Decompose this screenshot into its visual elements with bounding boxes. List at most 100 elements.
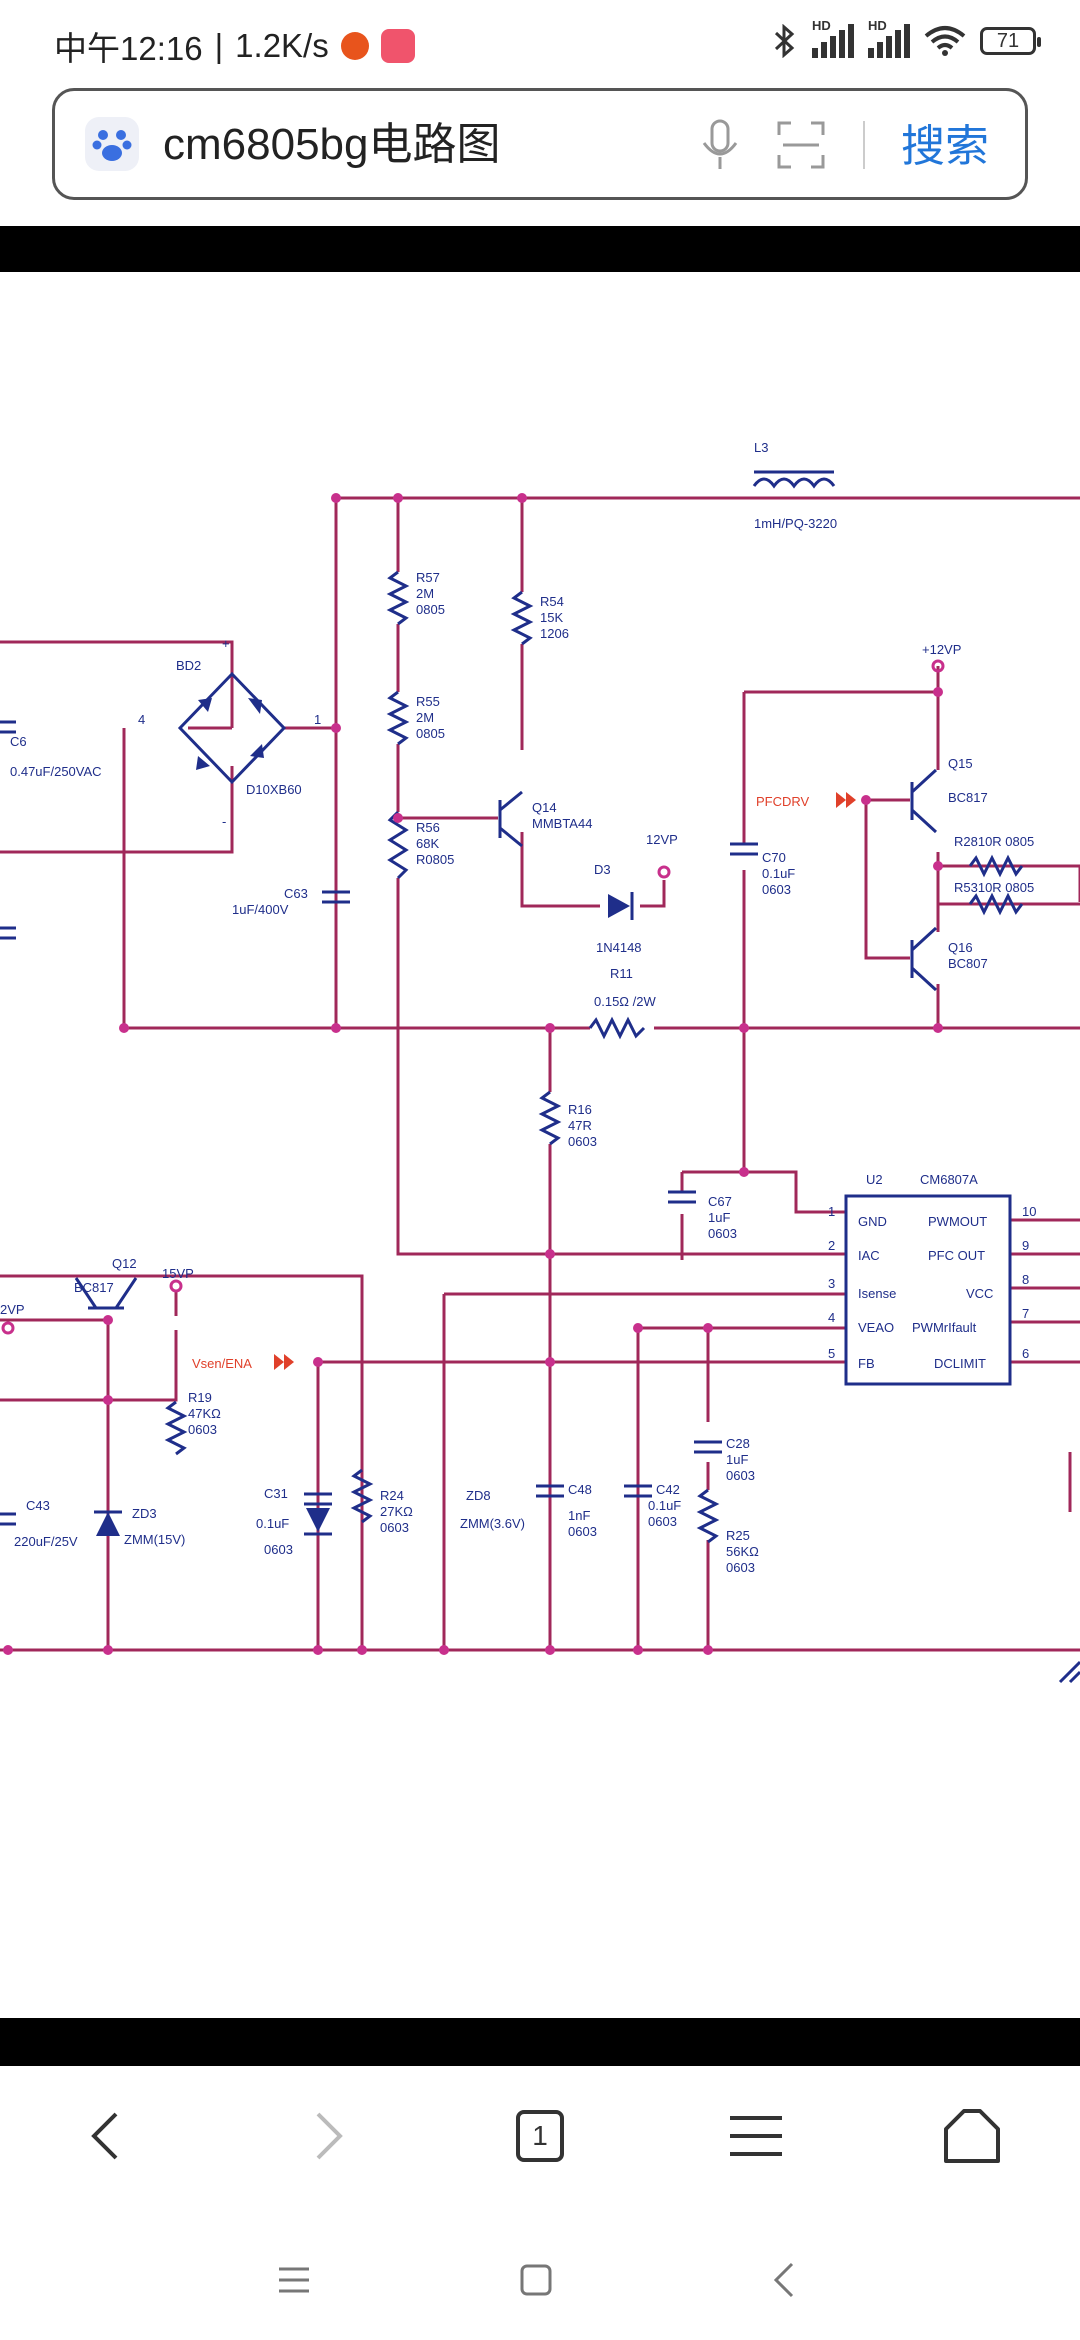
c67-pkg: 0603 bbox=[708, 1226, 737, 1241]
r16-value: 47R bbox=[568, 1118, 592, 1133]
home-icon bbox=[944, 2109, 1000, 2163]
c70-pkg: 0603 bbox=[762, 882, 791, 897]
ic-pin-num: 2 bbox=[828, 1238, 835, 1253]
c48-ref: C48 bbox=[568, 1482, 592, 1497]
ic-pin-name: PWMOUT bbox=[928, 1214, 987, 1229]
zd3-value: ZMM(15V) bbox=[124, 1532, 185, 1547]
r57-ref: R57 bbox=[416, 570, 440, 585]
battery-level: 71 bbox=[996, 30, 1020, 52]
system-back-button[interactable] bbox=[744, 2250, 824, 2310]
c42-pkg: 0603 bbox=[648, 1514, 677, 1529]
zd8-value: ZMM(3.6V) bbox=[460, 1516, 525, 1531]
ic-pin-num: 1 bbox=[828, 1204, 835, 1219]
hd-label: HD bbox=[868, 18, 887, 33]
browser-nav-bar: 1 bbox=[0, 2066, 1080, 2220]
viewer-top-band bbox=[0, 226, 1080, 272]
ic-pin-num: 6 bbox=[1022, 1346, 1029, 1361]
microphone-icon[interactable] bbox=[695, 117, 745, 173]
c31-value: 0.1uF bbox=[256, 1516, 289, 1531]
r56-value: 68K bbox=[416, 836, 439, 851]
schematic-image[interactable]: L3 1mH/PQ-3220 R57 2M 0805 R55 2M 0805 R… bbox=[0, 272, 1080, 2018]
l3-value: 1mH/PQ-3220 bbox=[754, 516, 837, 531]
c31-ref: C31 bbox=[264, 1486, 288, 1501]
bd2-pin-top: + bbox=[222, 636, 230, 651]
c63-value: 1uF/400V bbox=[232, 902, 289, 917]
capacitor-group bbox=[0, 720, 758, 1526]
bluetooth-icon bbox=[774, 24, 795, 58]
c67-ref: C67 bbox=[708, 1194, 732, 1209]
resistor-group bbox=[164, 470, 1024, 1544]
ic-pin-num: 3 bbox=[828, 1276, 835, 1291]
r25-value: 56KΩ bbox=[726, 1544, 759, 1559]
zd8-ref: ZD8 bbox=[466, 1488, 491, 1503]
tab-count: 1 bbox=[532, 2120, 548, 2151]
forward-icon bbox=[316, 2112, 343, 2160]
r24-pkg: 0603 bbox=[380, 1520, 409, 1535]
r19-value: 47KΩ bbox=[188, 1406, 221, 1421]
search-bar[interactable]: cm6805bg电路图 搜索 bbox=[52, 88, 1028, 200]
r19-ref: R19 bbox=[188, 1390, 212, 1405]
ic-u2-body bbox=[844, 1194, 1012, 1386]
diode-group bbox=[94, 892, 634, 1536]
hd-label: HD bbox=[812, 18, 831, 33]
c67-value: 1uF bbox=[708, 1210, 730, 1225]
rail-12vp: 12VP bbox=[646, 832, 678, 847]
r56-pkg: R0805 bbox=[416, 852, 454, 867]
transistor-group bbox=[74, 768, 938, 1310]
search-divider bbox=[863, 121, 865, 169]
r28-label: R2810R 0805 bbox=[954, 834, 1034, 849]
q12-value: BC817 bbox=[74, 1280, 114, 1295]
junction-group bbox=[3, 493, 943, 1655]
bd2-pin-plus: 1 bbox=[314, 712, 321, 727]
bd2-pin-ac: 4 bbox=[138, 712, 145, 727]
u2-ref: U2 bbox=[866, 1172, 883, 1187]
ic-pin-name: PWMrIfault bbox=[912, 1320, 977, 1335]
forward-button[interactable] bbox=[268, 2086, 388, 2186]
r54-value: 15K bbox=[540, 610, 563, 625]
signal-icon: HD bbox=[868, 18, 910, 58]
bd2-value: D10XB60 bbox=[246, 782, 302, 797]
status-right: HD HD 71 bbox=[772, 18, 1041, 58]
baidu-paw-icon[interactable] bbox=[85, 117, 139, 171]
app-notification-icon bbox=[340, 32, 369, 60]
rail-2vp: 2VP bbox=[0, 1302, 25, 1317]
bd2-pin-bot: - bbox=[222, 814, 226, 829]
battery-icon: 71 bbox=[980, 27, 1041, 55]
search-input[interactable]: cm6805bg电路图 bbox=[163, 120, 501, 169]
menu-icon bbox=[730, 2116, 782, 2156]
q16-ref: Q16 bbox=[948, 940, 973, 955]
app-notification-icon bbox=[380, 29, 415, 63]
scan-icon[interactable] bbox=[773, 117, 829, 173]
q14-value: MMBTA44 bbox=[532, 816, 592, 831]
label-group: L3 1mH/PQ-3220 R57 2M 0805 R55 2M 0805 R… bbox=[0, 440, 1034, 1575]
c28-value: 1uF bbox=[726, 1452, 748, 1467]
c28-ref: C28 bbox=[726, 1436, 750, 1451]
tabs-button[interactable]: 1 bbox=[480, 2086, 600, 2186]
rail-15vp: 15VP bbox=[162, 1266, 194, 1281]
status-bar: 中午12:16 | 1.2K/s HD HD 71 bbox=[0, 0, 1080, 86]
back-button[interactable] bbox=[46, 2086, 166, 2186]
home-square-button[interactable] bbox=[496, 2250, 576, 2310]
recent-apps-button[interactable] bbox=[254, 2250, 334, 2310]
bridge-rectifier bbox=[177, 671, 287, 785]
r11-value: 0.15Ω /2W bbox=[594, 994, 656, 1009]
r16-ref: R16 bbox=[568, 1102, 592, 1117]
net-chevron-group bbox=[274, 792, 856, 1370]
home-button[interactable] bbox=[912, 2086, 1032, 2186]
q15-value: BC817 bbox=[948, 790, 988, 805]
r56-ref: R56 bbox=[416, 820, 440, 835]
c48-value: 1nF bbox=[568, 1508, 590, 1523]
l3-ref: L3 bbox=[754, 440, 768, 455]
r16-pkg: 0603 bbox=[568, 1134, 597, 1149]
c48-pkg: 0603 bbox=[568, 1524, 597, 1539]
ic-pin-num: 7 bbox=[1022, 1306, 1029, 1321]
r19-pkg: 0603 bbox=[188, 1422, 217, 1437]
ic-pin-name: FB bbox=[858, 1356, 875, 1371]
menu-button[interactable] bbox=[696, 2086, 816, 2186]
u2-value: CM6807A bbox=[920, 1172, 978, 1187]
c42-ref: C42 bbox=[656, 1482, 680, 1497]
search-button[interactable]: 搜索 bbox=[901, 122, 989, 171]
q12-ref: Q12 bbox=[112, 1256, 137, 1271]
signal-icon: HD bbox=[812, 18, 854, 58]
ic-pin-name: VCC bbox=[966, 1286, 993, 1301]
